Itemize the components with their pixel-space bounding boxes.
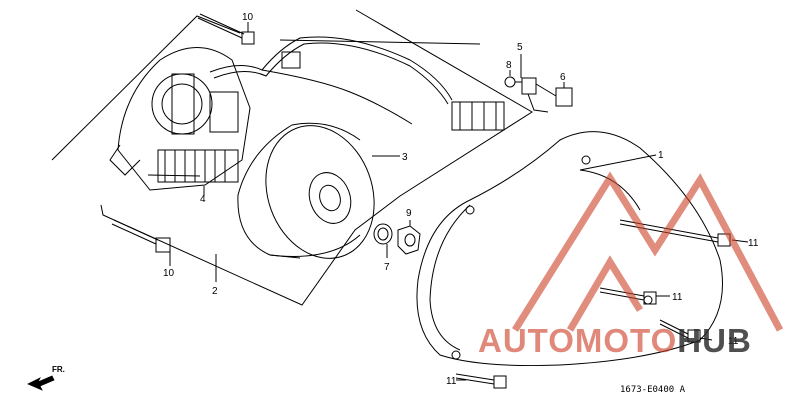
bolt-11-c [659,319,701,343]
callout-10-top: 10 [242,12,254,23]
group-outline-part-2 [51,9,533,306]
wire-harness [209,36,505,131]
watermark-part1: AUTOMOTO [478,322,678,359]
callout-8: 8 [506,60,512,71]
callout-1: 1 [658,150,664,161]
stator-assembly [109,47,251,191]
nut-9 [397,225,421,255]
callout-7: 7 [384,262,390,273]
watermark: AUTOMOTOHUB [478,322,752,360]
parts-5-6-8 [504,76,573,113]
callout-3: 3 [402,152,408,163]
callout-11-c: 11 [728,336,739,347]
callout-9: 9 [406,208,412,219]
drawing-code: 1673-E0400 A [620,385,686,395]
direction-arrow-icon [27,375,55,391]
callout-6: 6 [560,72,566,83]
ring-7 [373,223,393,245]
callout-4: 4 [200,194,206,205]
bolt-10-bottom [111,219,171,253]
callout-11-d: 11 [446,376,457,387]
bolt-11-d [455,373,507,389]
leader-lines [169,22,749,381]
callout-10-bottom: 10 [163,268,175,279]
callout-5: 5 [517,42,523,53]
callout-11-a: 11 [748,238,759,249]
direction-label: FR. [52,365,65,374]
watermark-triangle-icon [512,171,784,332]
callout-2: 2 [212,286,218,297]
callout-11-b: 11 [672,292,683,303]
watermark-part2: HUB [677,322,752,359]
rotor-flywheel [237,122,375,259]
